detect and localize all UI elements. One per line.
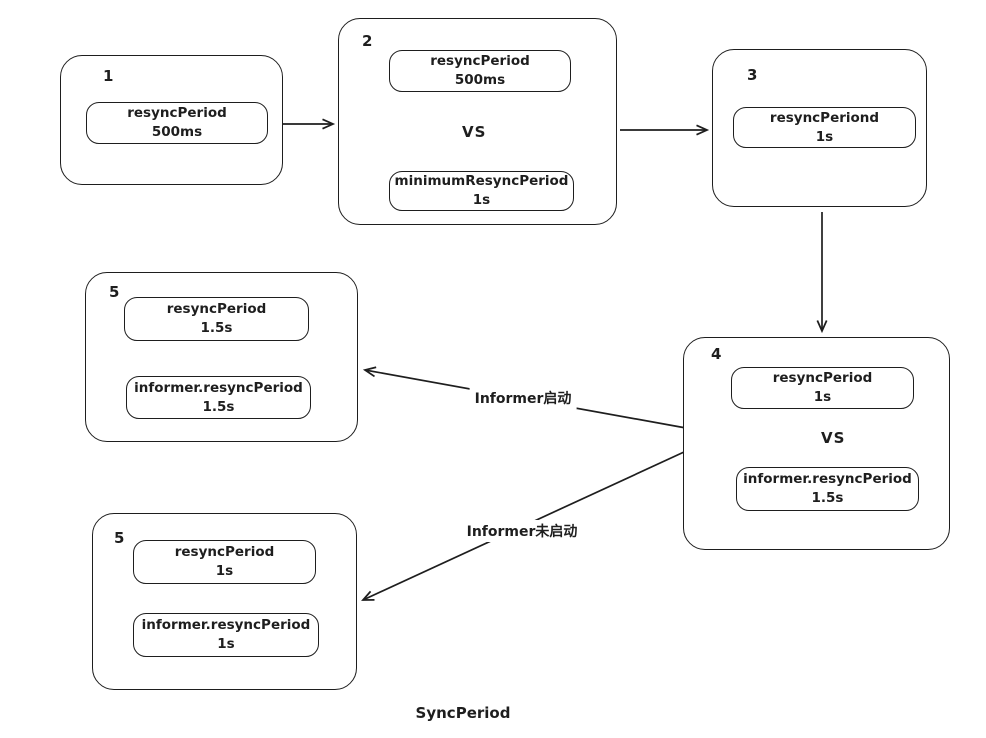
- param-pill[interactable]: resyncPeriod 1.5s: [124, 297, 309, 341]
- param-value: 1s: [815, 128, 834, 145]
- param-name: resyncPeriod: [174, 544, 275, 561]
- param-pill[interactable]: resyncPeriond 1s: [733, 107, 916, 148]
- node-2[interactable]: 2 resyncPeriod 500ms VS minimumResyncPer…: [338, 18, 617, 225]
- param-name: resyncPeriod: [127, 105, 227, 122]
- node-3[interactable]: 3 resyncPeriond 1s: [712, 49, 927, 207]
- param-value: 1.5s: [811, 490, 844, 506]
- param-value: 500ms: [151, 124, 203, 140]
- param-value: 500ms: [454, 72, 506, 88]
- node-number: 5: [114, 529, 125, 547]
- param-value: 1s: [813, 389, 832, 405]
- vs-label: VS: [821, 429, 846, 447]
- param-pill[interactable]: informer.resyncPeriod 1s: [133, 613, 319, 657]
- param-pill[interactable]: resyncPeriod 500ms: [86, 102, 268, 144]
- param-name: informer.resyncPeriod: [743, 471, 912, 488]
- node-5-informer-not-started[interactable]: 5 resyncPeriod 1s informer.resyncPeriod …: [92, 513, 357, 690]
- edge-label-informer-not-started[interactable]: Informer未启动: [461, 520, 583, 542]
- param-name: resyncPeriod: [166, 301, 267, 318]
- param-value: 1s: [217, 636, 235, 652]
- node-number: 1: [103, 67, 114, 85]
- param-value: 1.5s: [200, 320, 233, 336]
- param-name: resyncPeriod: [772, 370, 873, 387]
- param-pill[interactable]: informer.resyncPeriod 1.5s: [736, 467, 919, 511]
- param-pill[interactable]: informer.resyncPeriod 1.5s: [126, 376, 311, 419]
- node-4[interactable]: 4 resyncPeriod 1s VS informer.resyncPeri…: [683, 337, 950, 550]
- param-pill[interactable]: resyncPeriod 1s: [731, 367, 914, 409]
- param-value: 1.5s: [202, 398, 235, 415]
- node-number: 5: [109, 283, 120, 301]
- node-number: 4: [711, 345, 722, 363]
- node-1[interactable]: 1 resyncPeriod 500ms: [60, 55, 283, 185]
- param-name: informer.resyncPeriod: [141, 617, 311, 634]
- param-value: 1s: [215, 563, 234, 579]
- node-number: 3: [747, 66, 758, 84]
- node-5-informer-started[interactable]: 5 resyncPeriod 1.5s informer.resyncPerio…: [85, 272, 358, 442]
- param-value: 1s: [472, 192, 491, 208]
- param-name: informer.resyncPeriod: [134, 379, 303, 396]
- param-pill[interactable]: resyncPeriod 500ms: [389, 50, 571, 92]
- vs-label: VS: [462, 123, 487, 141]
- param-name: resyncPeriod: [430, 53, 530, 70]
- param-pill[interactable]: resyncPeriod 1s: [133, 540, 316, 584]
- param-name: resyncPeriond: [769, 109, 880, 126]
- param-name: minimumResyncPeriod: [394, 173, 569, 190]
- param-pill[interactable]: minimumResyncPeriod 1s: [389, 171, 574, 211]
- diagram-title: SyncPeriod: [415, 704, 511, 722]
- edge-label-informer-started[interactable]: Informer启动: [469, 387, 577, 409]
- node-number: 2: [362, 32, 373, 50]
